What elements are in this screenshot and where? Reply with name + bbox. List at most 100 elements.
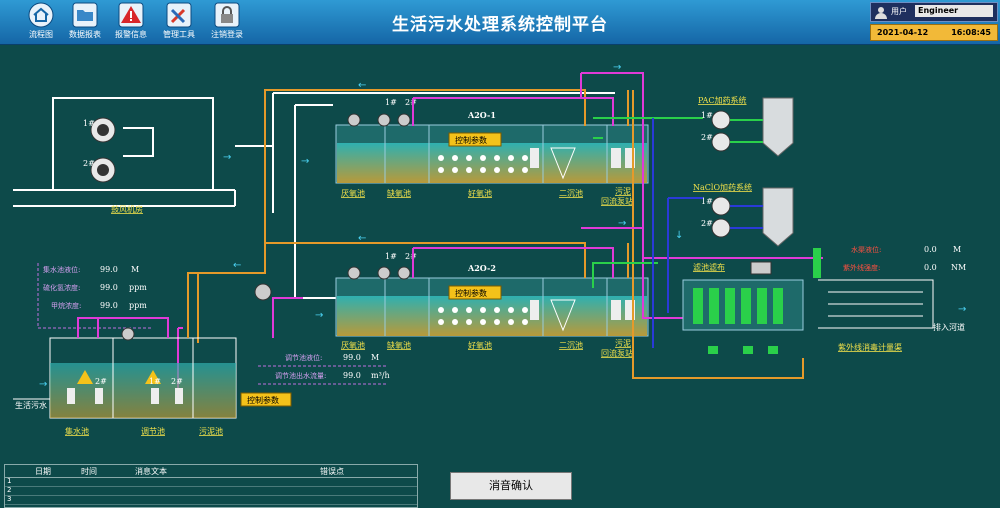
alarm-row[interactable]: 2	[5, 486, 417, 496]
uv-intensity-unit: NM	[951, 263, 966, 272]
pac-tank-icon[interactable]	[762, 97, 794, 157]
pac-p2: 2#	[701, 133, 713, 142]
valve-icon[interactable]	[768, 346, 778, 354]
a2o-2-sludge-station: 回流泵站	[601, 348, 633, 358]
mixer-icon[interactable]	[377, 266, 391, 280]
lock-icon	[214, 2, 240, 28]
nav-button-logout[interactable]: 注销登录	[204, 2, 250, 42]
sludge-pump-icon[interactable]	[611, 148, 621, 168]
hydrogen-value: 99.0	[100, 283, 118, 292]
hydrogen-unit: ppm	[129, 283, 147, 292]
nav-button-alarms[interactable]: 报警信息	[108, 2, 154, 42]
a2o-2-title: A2O-2	[467, 263, 496, 273]
flow-arrow-icon: ←	[358, 233, 366, 244]
naclo-dosing-system: NaClO加药系统 1# 2#	[667, 182, 794, 313]
user-label: 用户	[891, 7, 907, 16]
nav-label: 数据报表	[69, 30, 101, 39]
filter-cloth-unit: 滤池滤布	[682, 261, 804, 354]
a2o-2-p1: 1#	[385, 252, 397, 261]
pac-label: PAC加药系统	[698, 95, 747, 105]
mixer-icon[interactable]	[347, 266, 361, 280]
flow-arrow-icon: →	[39, 379, 47, 390]
app-title: 生活污水处理系统控制平台	[392, 15, 608, 35]
uv-channel: 水渠液位: 0.0 M 紫外线强度: 0.0 NM 紫外线消毒计量渠 排入河道 …	[813, 245, 966, 352]
mixer-icon[interactable]	[347, 113, 361, 127]
valve-icon[interactable]	[708, 346, 718, 354]
avatar-icon	[875, 7, 887, 19]
collection-control-button[interactable]	[240, 392, 292, 407]
nav-button-reports[interactable]: 数据报表	[62, 2, 108, 42]
naclo-pump-2-icon[interactable]	[711, 218, 731, 238]
a2o-2-control-button[interactable]	[448, 285, 502, 300]
flow-arrow-icon: →	[958, 304, 966, 315]
uv-intensity-label: 紫外线强度:	[843, 263, 880, 272]
sludge-pump-icon[interactable]	[611, 300, 621, 320]
a2o-1-p1: 1#	[385, 98, 397, 107]
pac-p1: 1#	[701, 111, 713, 120]
filter-label: 滤池滤布	[693, 262, 725, 272]
current-time: 16:08:45	[951, 28, 991, 37]
mixer-icon[interactable]	[397, 113, 411, 127]
collection-pool-label: 集水池	[65, 426, 89, 436]
nav-button-tools[interactable]: 管理工具	[156, 2, 202, 42]
col-date: 日期	[35, 467, 51, 476]
col-error: 错误点	[320, 467, 344, 476]
naclo-pump-1-icon[interactable]	[711, 196, 731, 216]
regulation-flow-value: 99.0	[343, 371, 361, 380]
mixer-icon[interactable]	[397, 266, 411, 280]
a2o-1-control-button[interactable]	[448, 132, 502, 147]
pac-pump-1-icon[interactable]	[711, 110, 731, 130]
process-canvas: 1# 2# 鼓风机房 → A2O-1 控制参数 1# 2# 厌氧池 缺氧池 好氧	[3, 48, 997, 458]
naclo-p1: 1#	[701, 197, 713, 206]
pump-icon[interactable]	[530, 300, 539, 320]
current-date: 2021-04-12	[877, 28, 929, 37]
pac-pump-2-icon[interactable]	[711, 132, 731, 152]
user-name: Engineer	[915, 5, 993, 17]
uv-lamp-icon[interactable]	[813, 248, 821, 278]
sludge-pump-icon[interactable]	[625, 300, 635, 320]
mute-confirm-button[interactable]: 消音确认	[450, 472, 572, 500]
blower-room: 1# 2# 鼓风机房 →	[13, 97, 236, 214]
collection-control-label: 控制参数	[247, 395, 279, 405]
naclo-tank-icon[interactable]	[762, 187, 794, 247]
lift-pump-icon[interactable]	[95, 388, 103, 404]
nav-label: 管理工具	[163, 30, 195, 39]
col-time: 时间	[81, 467, 97, 476]
alarm-row[interactable]: 1	[5, 477, 417, 487]
a2o-1-anoxic: 缺氧池	[387, 188, 411, 198]
valve-icon[interactable]	[743, 346, 753, 354]
flowmeter-icon[interactable]	[254, 283, 272, 301]
lift-pump-icon[interactable]	[175, 388, 183, 404]
lift-pump-icon[interactable]	[151, 388, 159, 404]
warning-icon	[145, 370, 161, 384]
methane-label: 甲烷浓度:	[51, 301, 81, 310]
a2o-1-clarifier: 二沉池	[559, 188, 583, 198]
inlet-label: 生活污水	[15, 400, 47, 410]
hydrogen-label: 硫化氢浓度:	[43, 283, 80, 292]
blower-2-label: 2#	[83, 159, 95, 168]
a2o-2-tank: A2O-2 控制参数 1# 2# 厌氧池 缺氧池 好氧池 二沉池 污泥 回流泵站	[335, 252, 649, 358]
clarifier-cone	[550, 299, 576, 332]
a2o-1-title: A2O-1	[467, 110, 496, 120]
lift-pump-icon[interactable]	[67, 388, 75, 404]
aerator-bubbles	[438, 155, 528, 173]
row-index: 1	[7, 477, 12, 485]
nav-button-flowchart[interactable]: 流程图	[18, 2, 64, 42]
sludge-pump-icon[interactable]	[625, 148, 635, 168]
alarm-row[interactable]: 3	[5, 495, 417, 505]
regulation-pool-label: 调节池	[141, 426, 165, 436]
naclo-label: NaClO加药系统	[693, 182, 752, 192]
pump-icon[interactable]	[530, 148, 539, 168]
filter-motor-icon[interactable]	[750, 261, 772, 275]
flow-arrow-icon: →	[315, 310, 323, 321]
user-panel: 用户 Engineer 2021-04-12 16:08:45	[870, 2, 998, 42]
uv-label: 紫外线消毒计量渠	[838, 342, 902, 352]
regulation-level-unit: M	[371, 353, 379, 362]
methane-value: 99.0	[100, 301, 118, 310]
mixer-icon[interactable]	[377, 113, 391, 127]
uv-level-unit: M	[953, 245, 961, 254]
mixer-icon[interactable]	[121, 327, 135, 341]
alarm-table: 日期 时间 消息文本 错误点 1 2 3	[4, 464, 418, 508]
regulation-level-value: 99.0	[343, 353, 361, 362]
a2o-2-anoxic: 缺氧池	[387, 340, 411, 350]
